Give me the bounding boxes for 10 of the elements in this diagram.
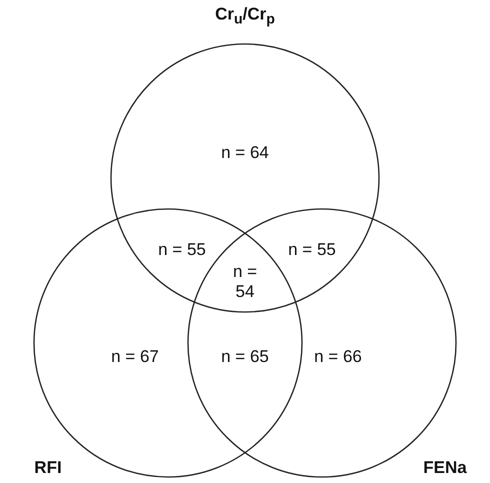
region-count: n = 55 (288, 240, 336, 260)
region-count: n = 64 (221, 143, 269, 163)
region-count: n = 67 (111, 347, 159, 367)
region-count: n = 55 (158, 240, 206, 260)
set-label: Cr$_{u}$/Cr$_{p}$ (215, 4, 275, 28)
region-count: n = 54 (232, 262, 258, 302)
region-count: n = 65 (221, 347, 269, 367)
set-label: FENa (423, 458, 467, 478)
region-count: n = 66 (314, 347, 362, 367)
set-label: RFI (34, 458, 62, 478)
